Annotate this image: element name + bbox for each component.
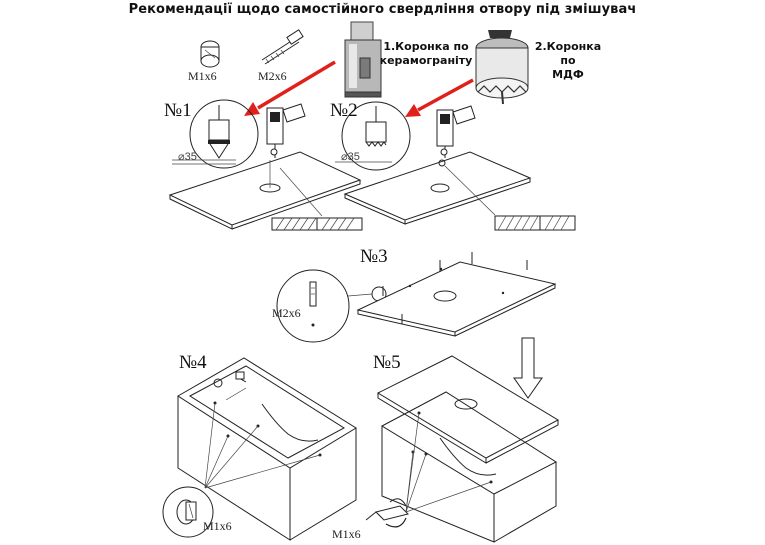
step1-drill-icon bbox=[266, 103, 306, 158]
step2-number: №2 bbox=[330, 100, 358, 121]
step1-countertop-panel bbox=[168, 151, 362, 230]
mdf-bit-label: 2.Коронка по МДФ bbox=[534, 40, 602, 81]
step3-countertop-panel bbox=[356, 252, 557, 337]
step3-hardware-label: M2x6 bbox=[272, 306, 301, 320]
dowel-label: M2x6 bbox=[258, 69, 287, 83]
step4-hardware-label: M1x6 bbox=[203, 519, 232, 533]
step5-hardware-label: M1x6 bbox=[332, 527, 361, 541]
step1-drill-detail bbox=[172, 99, 259, 169]
step5-number: №5 bbox=[373, 352, 401, 373]
step4-cam-detail bbox=[162, 402, 321, 538]
ceramic-core-bit-icon bbox=[344, 21, 382, 98]
cam-lock-icon bbox=[200, 40, 220, 68]
red-arrow-2 bbox=[405, 78, 474, 117]
mdf-hole-saw-icon bbox=[475, 30, 529, 105]
page-title: Рекомендації щодо самостійного свердлінн… bbox=[128, 2, 637, 17]
step1-number: №1 bbox=[164, 100, 192, 121]
hole-diameter-1: ⌀35 bbox=[178, 151, 197, 163]
ceramic-bit-label: 1.Коронка по керамограніту bbox=[379, 40, 473, 67]
hole-diameter-2: ⌀35 bbox=[341, 151, 360, 163]
cam-lock-label: M1x6 bbox=[188, 69, 217, 83]
step2-drill-detail bbox=[335, 101, 411, 171]
step5-countertop-panel bbox=[376, 355, 560, 464]
step2-drill-icon bbox=[436, 105, 476, 158]
down-arrow-icon bbox=[513, 337, 543, 399]
step3-number: №3 bbox=[360, 246, 388, 267]
step2-countertop-panel bbox=[343, 151, 532, 225]
red-arrow-1 bbox=[244, 60, 336, 116]
step4-number: №4 bbox=[179, 352, 207, 373]
step2-section-detail bbox=[494, 215, 576, 231]
step3-dowel-detail bbox=[276, 269, 387, 343]
step4-cabinet-box bbox=[177, 357, 357, 541]
step1-section-detail bbox=[271, 217, 363, 231]
step5-screwdriver-icon bbox=[365, 412, 492, 528]
step5-cabinet-box bbox=[380, 391, 558, 543]
dowel-screw-icon bbox=[261, 29, 304, 65]
